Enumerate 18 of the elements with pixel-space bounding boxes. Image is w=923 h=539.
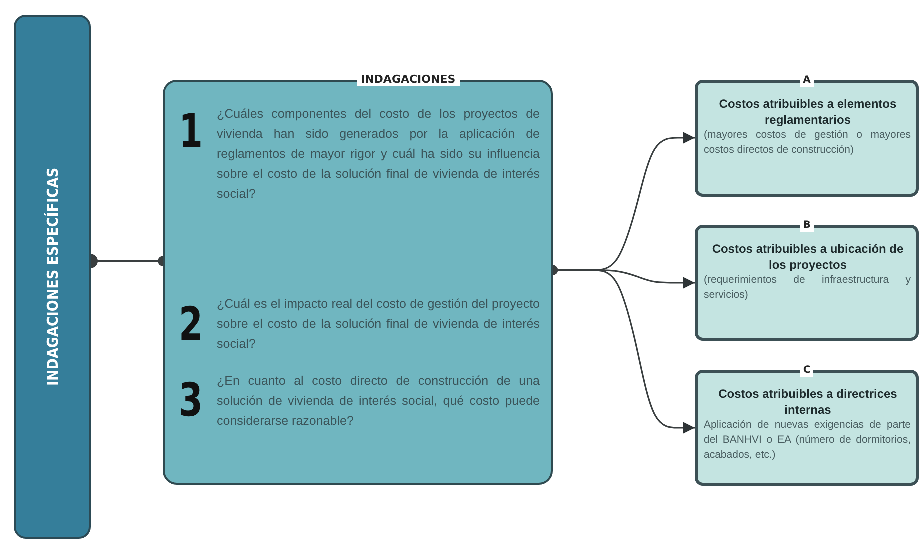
- card-letter: C: [800, 365, 814, 377]
- question-text: ¿Cuáles componentes del costo de los proyectos de vivienda han sido generados por la aplicación de reglamentos de mayor rigor y cuál ha sido su influencia sobre el costo de la solución final de vivienda de interés social?: [217, 106, 540, 203]
- question-text: ¿Cuál es el impacto real del costo de gestión del proyecto sobre el costo de la solución final de vivienda de interés social?: [217, 296, 540, 353]
- question-number: 3: [179, 377, 203, 423]
- title-bar: [14, 15, 91, 539]
- vertical-title: INDAGACIONES ESPECÍFICAS: [44, 168, 62, 386]
- question-text: ¿En cuanto al costo directo de construcción de una solución de vivienda de interés social, qué costo puede considerarse razonable?: [217, 373, 540, 430]
- card-letter: B: [800, 220, 814, 232]
- panel-heading: INDAGACIONES: [357, 73, 460, 86]
- card-title: Costos atribuibles a elementos reglamentarios: [718, 96, 898, 128]
- card-description: (mayores costos de gestión o mayores costos directos de construcción): [704, 128, 911, 158]
- card-title: Costos atribuibles a ubicación de los proyectos: [711, 241, 905, 273]
- card-title: Costos atribuibles a directrices internas: [718, 386, 898, 418]
- card-description: (requerimientos de infraestructura y servicios): [704, 273, 911, 303]
- card-description: Aplicación de nuevas exigencias de parte del BANHVI o EA (número de dormitorios, acabados, etc.): [704, 418, 911, 463]
- question-number: 2: [179, 301, 203, 347]
- card-letter: A: [800, 75, 814, 87]
- question-number: 1: [179, 108, 203, 154]
